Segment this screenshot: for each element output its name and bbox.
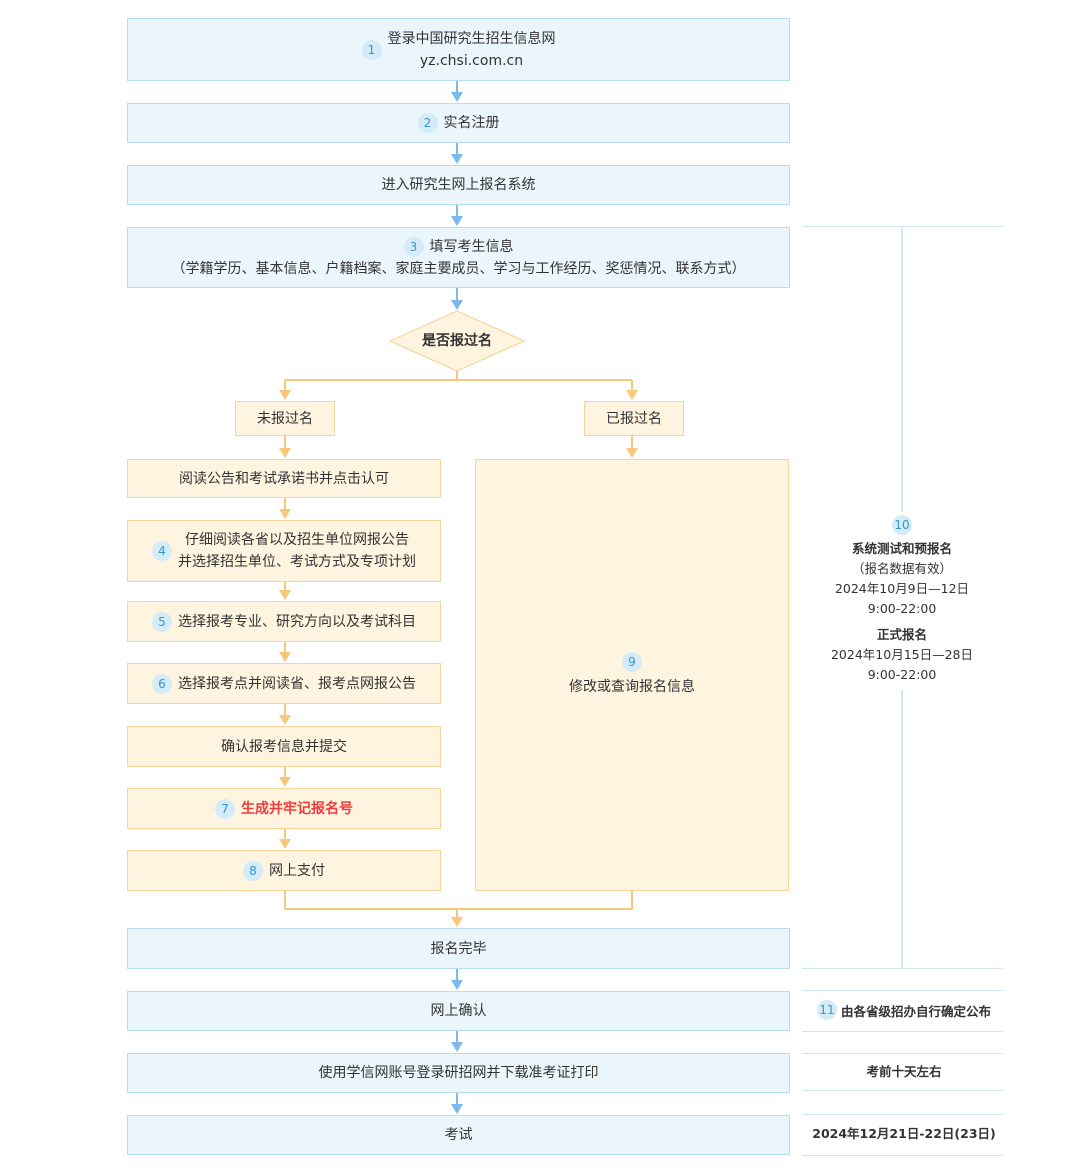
orange-arrows [279,370,638,927]
side-divider [802,968,1003,969]
side-divider [802,1090,1003,1091]
blue-arrows [451,81,463,1114]
formal-registration-time: 9:00-22:00 [867,667,937,682]
step-register: 2 实名注册 [127,103,790,143]
branch-registered-label: 已报过名 [606,410,662,427]
side-divider [802,226,1003,227]
step-number-7: 7 [215,798,235,819]
formal-registration-date: 2024年10月15日—28日 [830,647,974,662]
step-generate-number-label: 生成并牢记报名号 [241,800,353,817]
step-exam-label: 考试 [444,1127,473,1143]
step-modify: 9 修改或查询报名信息 [475,459,789,891]
step-fill-info: 3 填写考生信息 （学籍学历、基本信息、户籍档案、家庭主要成员、学习与工作经历、… [127,227,790,288]
step-register-label: 实名注册 [443,115,500,131]
step-pay: 8 网上支付 [127,850,441,891]
registration-schedule: 10 系统测试和预报名 （报名数据有效） 2024年10月9日—12日 9:00… [812,515,992,685]
exam-date-note: 2024年12月21日-22日(23日) [812,1126,996,1141]
step-complete: 报名完毕 [127,928,790,969]
side-divider [802,1155,1003,1156]
branch-registered: 已报过名 [584,401,684,436]
step-online-confirm-label: 网上确认 [430,1003,487,1019]
step-read-province-line1: 仔细阅读各省以及招生单位网报公告 [185,532,409,548]
step-online-confirm: 网上确认 [127,991,790,1031]
admit-card-note: 考前十天左右 [866,1064,942,1079]
step-number-6: 6 [152,673,172,694]
pre-registration-note: （报名数据有效） [851,561,952,576]
step-enter-label: 进入研究生网上报名系统 [381,177,536,193]
step-login-url: yz.chsi.com.cn [419,52,524,69]
step-pay-label: 网上支付 [269,862,325,879]
step-number-4: 4 [152,541,172,561]
step-number-11: 11 [816,1000,837,1020]
step-select-major-label: 选择报考专业、研究方向以及考试科目 [178,613,416,630]
side-divider [802,1053,1003,1054]
branch-not-registered-label: 未报过名 [257,410,313,427]
online-confirm-note: 11 由各省级招办自行确定公布 [806,1000,1002,1020]
step-number-3: 3 [403,236,424,257]
step-number-10: 10 [892,515,912,535]
step-confirm-submit: 确认报考信息并提交 [127,726,441,767]
decision-label: 是否报过名 [422,333,492,349]
step-login: 1 登录中国研究生招生信息网 yz.chsi.com.cn [127,18,790,81]
step-number-9: 9 [622,652,642,672]
step-complete-label: 报名完毕 [430,940,487,957]
side-divider [802,1031,1003,1032]
step-number-5: 5 [152,611,172,632]
step-number-2: 2 [417,113,438,133]
step-fill-label: 填写考生信息 [429,238,514,255]
pre-registration-title: 系统测试和预报名 [851,541,952,556]
branch-not-registered: 未报过名 [235,401,335,436]
side-divider [802,990,1003,991]
pre-registration-time: 9:00-22:00 [867,601,937,616]
step-number-1: 1 [361,39,382,60]
step-exam: 考试 [127,1115,790,1155]
step-fill-detail: （学籍学历、基本信息、户籍档案、家庭主要成员、学习与工作经历、奖惩情况、联系方式… [171,260,746,277]
step-read-notice-label: 阅读公告和考试承诺书并点击认可 [179,470,389,487]
step-select-site-label: 选择报考点并阅读省、报考点网报公告 [178,675,416,692]
step-download: 使用学信网账号登录研招网并下载准考证打印 [127,1053,790,1093]
pre-registration-date: 2024年10月9日—12日 [834,581,970,596]
side-divider [802,1114,1003,1115]
step-number-8: 8 [243,860,263,881]
step-select-site: 6 选择报考点并阅读省、报考点网报公告 [127,663,441,704]
step-read-province-line2: 并选择招生单位、考试方式及专项计划 [178,554,416,570]
step-login-label: 登录中国研究生招生信息网 [387,30,556,47]
step-read-notice: 阅读公告和考试承诺书并点击认可 [127,459,441,498]
step-modify-label: 修改或查询报名信息 [569,679,695,695]
formal-registration-title: 正式报名 [876,627,927,642]
online-confirm-note-text: 由各省级招办自行确定公布 [840,1003,991,1019]
step-generate-number: 7 生成并牢记报名号 [127,788,441,829]
step-select-major: 5 选择报考专业、研究方向以及考试科目 [127,601,441,642]
step-download-label: 使用学信网账号登录研招网并下载准考证打印 [318,1065,599,1081]
step-confirm-submit-label: 确认报考信息并提交 [221,738,347,755]
decision-diamond [388,310,526,372]
step-enter-system: 进入研究生网上报名系统 [127,165,790,205]
step-read-province: 4 仔细阅读各省以及招生单位网报公告 并选择招生单位、考试方式及专项计划 [127,520,441,582]
